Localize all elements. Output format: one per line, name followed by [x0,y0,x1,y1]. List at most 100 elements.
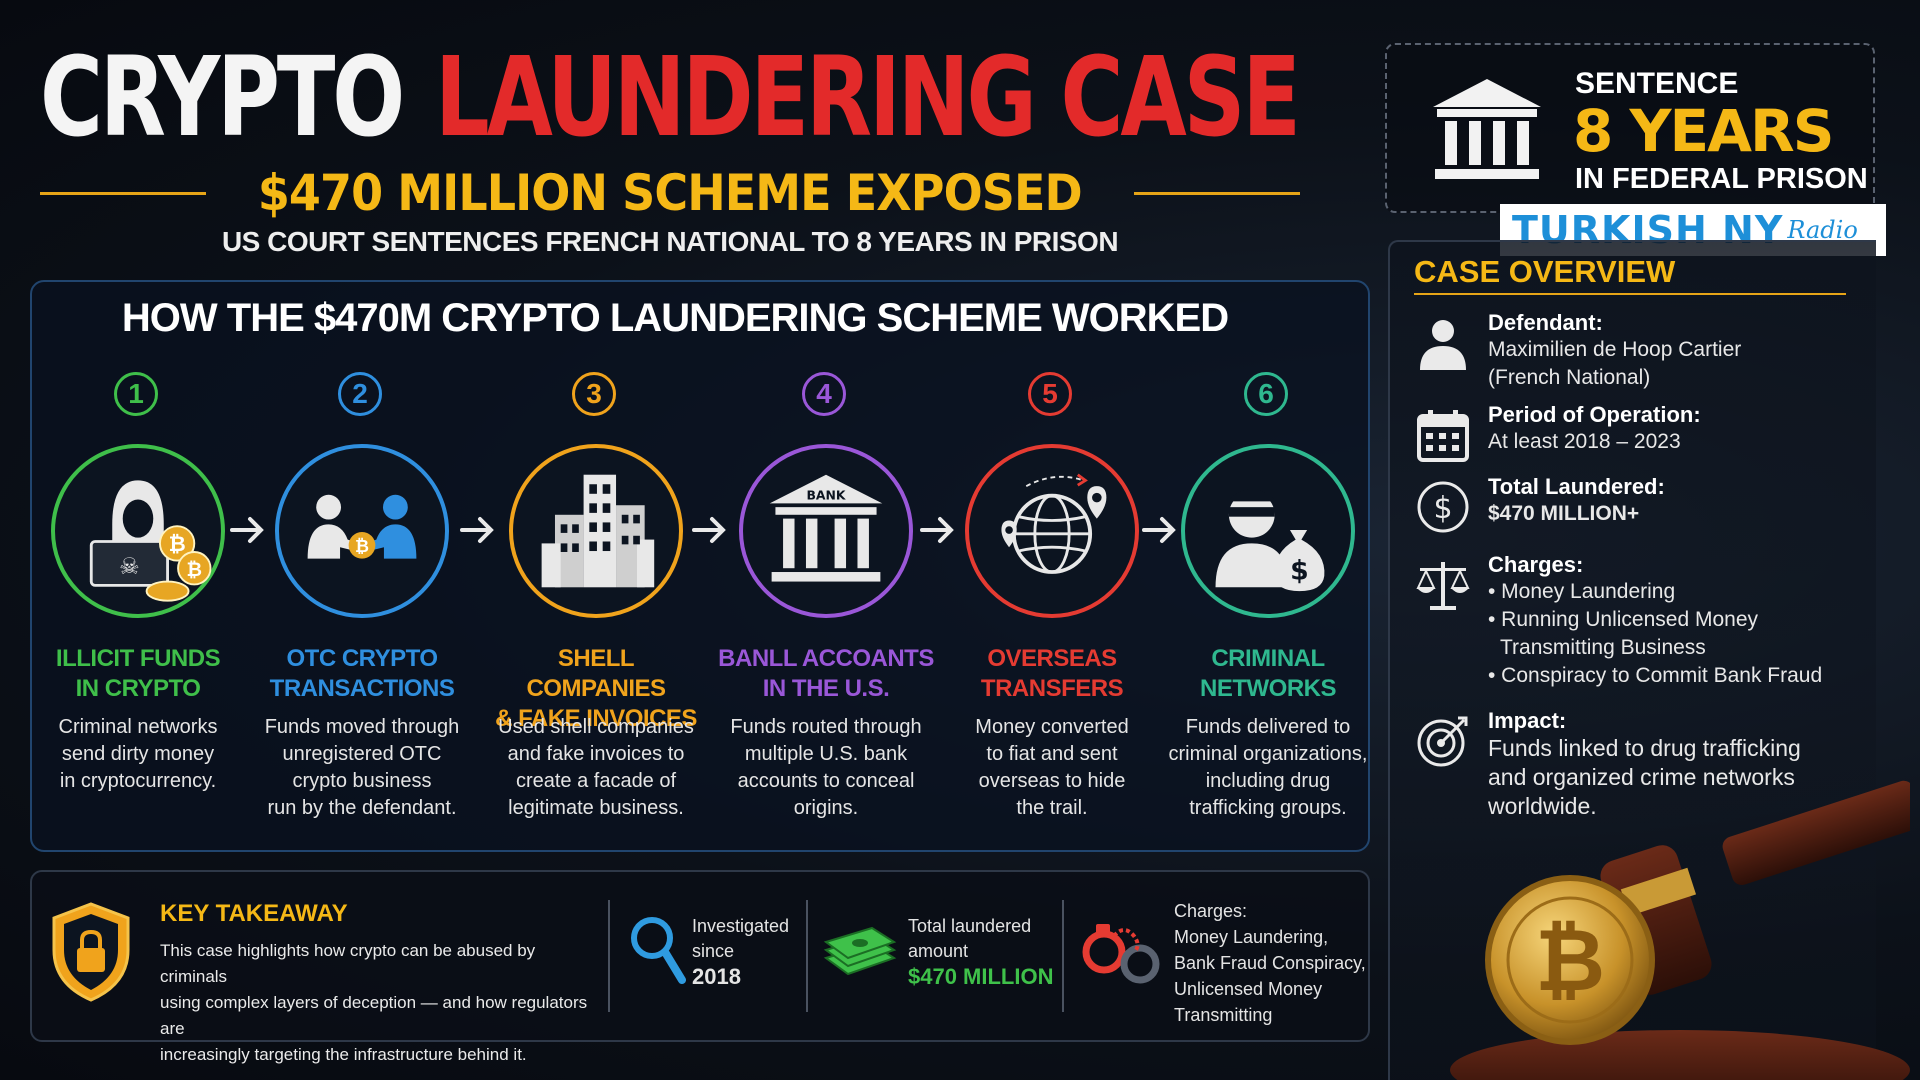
hacker-icon: ☠ ₿ ₿ [89,480,212,602]
step-desc-line: crypto business [292,770,432,792]
otc-exchange-icon: ₿ [307,494,417,559]
arrow-right-icon [460,517,494,543]
buildings-icon [541,474,655,588]
arrow-right-icon [692,517,726,543]
step-description: Used shell companies and fake invoices t… [486,714,706,822]
step-heading: ILLICIT FUNDS IN CRYPTO [28,644,248,704]
charges-line: Unlicensed Money [1174,979,1323,999]
step-heading-line: & FAKE INVOICES [495,705,697,732]
sentence-box: SENTENCE 8 YEARS IN FEDERAL PRISON [1385,43,1875,213]
step-icon-ring: BANK [739,444,913,618]
bank-icon: BANK [769,474,883,582]
sentence-years: 8 YEARS [1573,97,1834,165]
shield-lock-icon [52,902,130,1002]
step-desc-line: overseas to hide [978,770,1126,792]
step-icon-ring [509,444,683,618]
svg-text:$: $ [1290,556,1309,587]
step-description: Funds routed through multiple U.S. bank … [716,714,936,822]
step-desc-line: Funds delivered to [1185,716,1351,738]
charges-line: Transmitting [1174,1005,1273,1025]
bank-label: BANK [806,488,845,503]
charge-item: • Conspiracy to Commit Bank Fraud [1488,664,1823,687]
subtitle-row: $470 MILLION SCHEME EXPOSED [40,162,1300,224]
step-heading-line: SHELL COMPANIES [526,645,666,702]
steps-title: HOW THE $470M CRYPTO LAUNDERING SCHEME W… [121,296,1229,340]
step-desc-line: criminal organizations, [1168,743,1368,765]
calendar-icon [1417,410,1469,462]
step-desc-line: create a facade of [515,770,677,792]
amount-value: $470 MILLION [908,964,1054,989]
gold-rule-left [40,191,207,195]
investigated-line: Investigated [692,916,790,936]
brand-script: Radio [1787,216,1858,244]
total-label: Total Laundered: [1488,474,1665,499]
amount-line: Total laundered [908,916,1032,936]
svg-text:₿: ₿ [355,537,369,557]
step-heading: SHELL COMPANIES & FAKE INVOICES [486,644,706,734]
step-heading-line: TRANSACTIONS [269,675,455,702]
svg-text:₿: ₿ [1535,911,1605,1011]
svg-text:₿: ₿ [169,532,186,556]
title-crypto: CRYPTO [40,33,405,161]
step-desc-line: and fake invoices to [507,743,685,765]
arrow-right-icon [230,517,264,543]
total-laundered-amount: Total laundered amount $470 MILLION [908,914,1053,989]
step-description: Money converted to fiat and sent oversea… [942,714,1162,822]
defendant-label: Defendant: [1488,310,1603,335]
case-overview-rule [1414,293,1846,295]
investigated-line: since [692,941,735,961]
step-desc-line: to fiat and sent [986,743,1118,765]
investigated-since: Investigated since 2018 [692,914,789,989]
charge-item: • Running Unlicensed Money [1488,608,1759,631]
step-heading-line: IN CRYPTO [75,675,201,702]
target-icon [1417,716,1468,767]
step-desc-line: trafficking groups. [1189,797,1347,819]
key-takeaway-panel [30,870,1370,1042]
magnifier-icon [631,917,686,984]
charge-item: Transmitting Business [1500,636,1706,659]
charges-line: Bank Fraud Conspiracy, [1174,953,1366,973]
impact-line: worldwide. [1488,793,1597,819]
step-icon-ring: ₿ [275,444,449,618]
courthouse-icon [1433,79,1541,179]
handcuffs-icon [1082,924,1160,984]
person-icon [1420,320,1466,370]
step-desc-line: in cryptocurrency. [59,770,217,792]
step-desc-line: the trail. [1016,797,1088,819]
step-heading: OTC CRYPTO TRANSACTIONS [252,644,472,704]
subtitle: $470 MILLION SCHEME EXPOSED [258,164,1083,222]
step-desc-line: origins. [793,797,859,819]
step-desc-line: unregistered OTC [282,743,442,765]
scheme-steps-panel [30,280,1370,852]
cash-stack-icon [823,926,897,976]
step-number: 2 [338,372,382,416]
step-desc-line: multiple U.S. bank [744,743,908,765]
takeaway-line: increasingly targeting the infrastructur… [160,1045,527,1064]
investigated-year: 2018 [692,964,741,989]
step-heading-line: OVERSEAS [987,645,1117,672]
period-value: At least 2018 – 2023 [1488,430,1681,453]
step-heading-line: OTC CRYPTO [286,645,438,672]
step-heading-line: NETWORKS [1200,675,1337,702]
takeaway-line: using complex layers of deception — and … [160,993,588,1038]
step-desc-line: Funds routed through [730,716,922,738]
main-title: CRYPTO LAUNDERING CASE [40,22,1310,172]
title-laundering-case: LAUNDERING CASE [435,33,1301,161]
step-heading-line: TRANSFERS [980,675,1124,702]
step-icon-ring: ☠ ₿ ₿ [51,444,225,618]
arrow-right-icon [1142,517,1176,543]
step-heading-line: CRIMINAL [1211,645,1325,672]
step-heading: OVERSEAS TRANSFERS [942,644,1162,704]
step-desc-line: Funds moved through [264,716,460,738]
svg-text:₿: ₿ [187,559,203,581]
svg-text:$: $ [1433,491,1452,526]
dollar-icon: $ [1417,481,1469,533]
step-description: Funds moved through unregistered OTC cry… [252,714,472,822]
step-description: Criminal networks send dirty money in cr… [28,714,248,795]
step-number: 1 [114,372,158,416]
divider [1062,900,1064,1012]
period-label: Period of Operation: [1488,402,1701,427]
charges-line: Money Laundering, [1174,927,1329,947]
case-overview-title: CASE OVERVIEW [1414,254,1676,289]
step-desc-line: including drug [1205,770,1331,792]
